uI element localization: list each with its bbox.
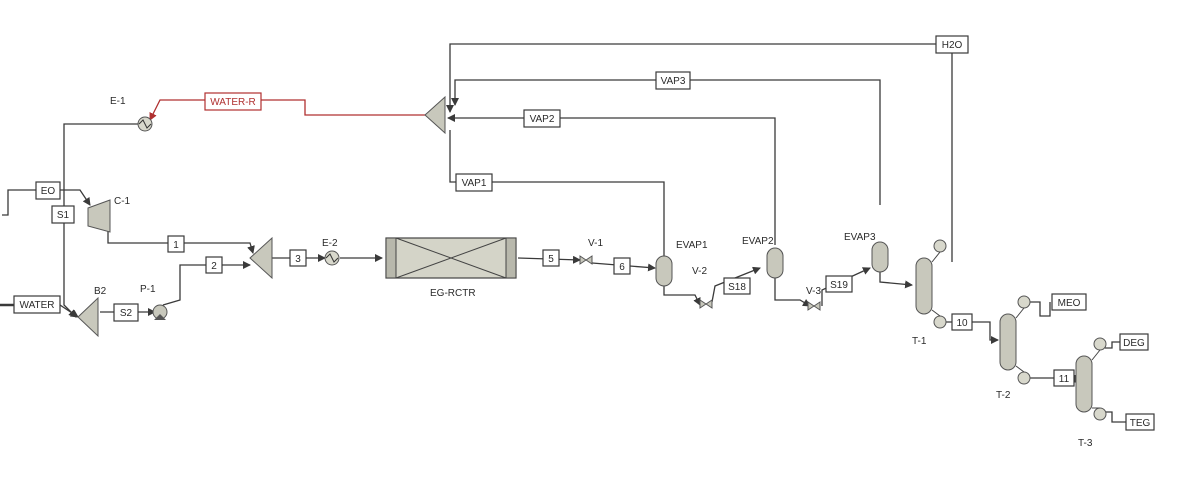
h2o-stream-line — [446, 43, 953, 262]
t2-label: T-2 — [996, 390, 1011, 401]
unit-blocks: E-1 C-1 B2 P-1 E-2 EG-RCT — [77, 95, 1107, 449]
s18-stream-line — [711, 266, 761, 303]
reboiler-icon — [1017, 371, 1031, 385]
t1-column[interactable] — [915, 239, 947, 329]
deg-stream-line — [1105, 341, 1120, 349]
vap1-label: VAP1 — [462, 178, 487, 189]
stream-11-line — [1030, 375, 1079, 383]
stream-1-label: 1 — [173, 240, 179, 251]
meo-stream-line — [1030, 301, 1051, 317]
stream-10-label: 10 — [956, 318, 968, 329]
t3-column[interactable] — [1075, 337, 1107, 421]
v3-label: V-3 — [806, 286, 821, 297]
water-r-label: WATER-R — [210, 97, 256, 108]
e2-label: E-2 — [322, 238, 338, 249]
evap3-label: EVAP3 — [844, 232, 876, 243]
teg-label: TEG — [1130, 418, 1151, 429]
condenser-icon — [933, 239, 947, 253]
evap2-label: EVAP2 — [742, 236, 774, 247]
condenser-icon — [1017, 295, 1031, 309]
vap3-stream-line — [451, 79, 881, 205]
stream-11-label: 11 — [1059, 374, 1070, 385]
s19-stream-line — [821, 267, 871, 306]
t2-column[interactable] — [999, 295, 1031, 385]
v3-valve-icon[interactable] — [807, 301, 821, 311]
eo-product-line — [2, 189, 28, 216]
s19-label: S19 — [830, 280, 848, 291]
e1-heater[interactable] — [137, 116, 153, 132]
evap3-vessel-icon[interactable] — [871, 241, 889, 273]
water-feed-line — [59, 304, 79, 318]
v2-label: V-2 — [692, 266, 707, 277]
v2-valve-icon[interactable] — [699, 299, 713, 309]
teg-stream-line — [1105, 411, 1126, 423]
s1-label: S1 — [57, 210, 70, 221]
h2o-label: H2O — [942, 40, 963, 51]
reboiler-icon — [933, 315, 947, 329]
vap1-stream-line — [449, 130, 665, 258]
p1-label: P-1 — [140, 284, 156, 295]
stream-lines — [0, 43, 1126, 423]
eg-reactor[interactable] — [385, 237, 517, 279]
s2-label: S2 — [120, 308, 133, 319]
vap2-label: VAP2 — [530, 114, 555, 125]
v1-valve-icon[interactable] — [579, 255, 593, 265]
v1-label: V-1 — [588, 238, 603, 249]
p1-pump[interactable] — [152, 304, 168, 320]
water-label: WATER — [20, 300, 55, 311]
c1-compressor-icon[interactable] — [87, 199, 111, 233]
s18-label: S18 — [728, 282, 746, 293]
splitter-icon[interactable] — [424, 95, 446, 135]
reboiler-icon — [1093, 407, 1107, 421]
condenser-icon — [1093, 337, 1107, 351]
stream-6-label: 6 — [619, 262, 625, 273]
e1-label: E-1 — [110, 96, 126, 107]
meo-label: MEO — [1058, 298, 1081, 309]
evap1-vessel-icon[interactable] — [655, 255, 673, 287]
mixer-icon[interactable] — [249, 236, 273, 280]
e2-heater[interactable] — [324, 250, 340, 266]
b2-mixer-icon[interactable] — [77, 296, 99, 338]
stream-5-label: 5 — [548, 254, 554, 265]
column-icon — [999, 313, 1017, 371]
water-r-stream-line — [149, 99, 425, 121]
stream-labels: H2O VAP3 VAP2 VAP1 WATER-R EO S1 WATER S… — [13, 35, 1155, 431]
vap3-label: VAP3 — [661, 76, 686, 87]
stream-2-label: 2 — [211, 261, 217, 272]
evap2-bottoms-line — [774, 278, 811, 307]
evap1-label: EVAP1 — [676, 240, 708, 251]
evap1-bottoms-line — [663, 285, 701, 306]
t3-label: T-3 — [1078, 438, 1093, 449]
t1-label: T-1 — [912, 336, 927, 347]
b2-label: B2 — [94, 286, 107, 297]
eo-label: EO — [41, 186, 56, 197]
stream-3-label: 3 — [295, 254, 301, 265]
evap3-bottoms-line — [879, 272, 913, 289]
reactor-label: EG-RCTR — [430, 288, 476, 299]
deg-label: DEG — [1123, 338, 1145, 349]
column-icon — [1075, 355, 1093, 413]
column-icon — [915, 257, 933, 315]
c1-label: C-1 — [114, 196, 131, 207]
evap2-vessel-icon[interactable] — [766, 247, 784, 279]
